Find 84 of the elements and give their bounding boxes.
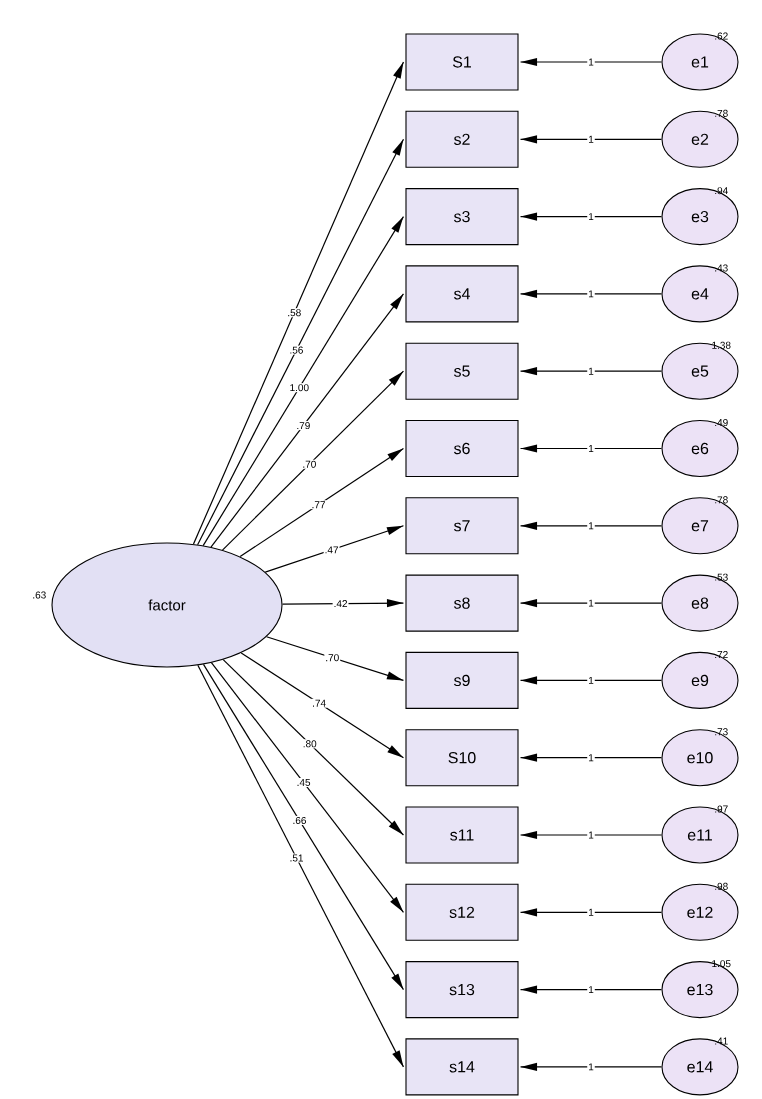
edge-label: .47	[323, 545, 340, 555]
observed-variable-box: s6	[405, 419, 519, 478]
edge-label: 1	[587, 753, 595, 763]
edge-label: .45	[295, 778, 312, 787]
arrow	[519, 135, 663, 144]
edge-label: 1	[587, 366, 595, 376]
edge-label: .79	[295, 421, 312, 431]
edge-label: 1	[587, 212, 595, 222]
edge-label: .74	[311, 698, 328, 708]
observed-variable-box: s12	[405, 883, 519, 941]
edge-label: 1	[587, 598, 595, 608]
variance-label: .78	[715, 109, 728, 117]
arrow	[221, 370, 405, 551]
observed-variable-box: s8	[405, 574, 519, 632]
edge-label: 1	[587, 134, 595, 144]
arrow	[519, 444, 663, 453]
edge-label: 1	[587, 985, 595, 995]
edge-label: 1	[587, 444, 595, 453]
observed-variable-box: s9	[405, 651, 519, 709]
observed-variable-box: s7	[405, 497, 519, 555]
arrow	[519, 57, 663, 67]
observed-variable-box: S10	[405, 729, 519, 787]
edge-label: 1	[587, 1062, 595, 1072]
variance-label: .49	[715, 419, 728, 427]
observed-variable-box: s2	[405, 110, 519, 168]
edge-label: 1	[587, 830, 595, 840]
arrow	[519, 676, 663, 685]
arrow	[202, 663, 405, 991]
variance-label: .98	[715, 882, 728, 890]
arrow	[519, 212, 663, 221]
arrow	[281, 599, 405, 608]
arrow	[519, 830, 663, 840]
edge-label: .70	[324, 653, 341, 663]
arrow	[197, 664, 405, 1068]
arrow	[519, 908, 663, 917]
edge-label: .70	[301, 459, 318, 469]
arrow	[239, 447, 405, 558]
variance-label: .62	[715, 32, 728, 40]
edge-label: 1	[587, 57, 595, 67]
variance-label: .63	[33, 591, 46, 599]
edge-label: .42	[332, 599, 349, 609]
arrow	[222, 659, 405, 836]
variance-label: 1.38	[712, 341, 731, 349]
arrow	[197, 138, 405, 546]
arrow	[519, 1062, 663, 1071]
observed-variable-box: s13	[405, 961, 519, 1019]
edge-label: .80	[301, 739, 318, 749]
edge-label: 1	[587, 675, 595, 685]
variance-label: .41	[715, 1037, 728, 1045]
edge-label: 1.00	[288, 383, 311, 393]
arrow	[519, 599, 663, 608]
variance-label: .94	[715, 187, 728, 195]
variance-label: .43	[715, 264, 728, 272]
arrow	[264, 525, 405, 573]
observed-variable-box: s3	[405, 188, 519, 246]
observed-variable-box: s5	[405, 342, 519, 400]
edge-label: .66	[291, 815, 308, 825]
observed-variable-box: s14	[405, 1038, 519, 1096]
arrow	[202, 216, 405, 547]
arrow	[519, 367, 663, 376]
variance-label: .73	[715, 728, 728, 736]
arrow	[519, 289, 663, 298]
edge-label: .77	[310, 500, 327, 510]
arrow	[210, 293, 405, 548]
arrow	[519, 753, 663, 762]
observed-variable-box: s4	[405, 265, 519, 323]
arrow	[265, 636, 405, 681]
variance-label: .53	[715, 573, 728, 581]
variance-label: .72	[715, 651, 728, 658]
edge-label: .56	[288, 345, 305, 355]
variance-label: .78	[715, 496, 728, 504]
edge-label: .58	[286, 308, 303, 318]
variance-label: .97	[715, 805, 728, 813]
observed-variable-box: s11	[405, 806, 519, 864]
edge-label: 1	[587, 289, 595, 299]
arrow	[519, 985, 663, 994]
edge-label: 1	[587, 907, 595, 917]
arrow	[192, 61, 405, 545]
arrow	[210, 662, 405, 913]
arrow	[519, 521, 663, 530]
edge-label: .51	[288, 853, 305, 863]
observed-variable-box: S1	[405, 33, 519, 91]
edge-label: 1	[587, 521, 595, 531]
arrow	[240, 652, 405, 759]
